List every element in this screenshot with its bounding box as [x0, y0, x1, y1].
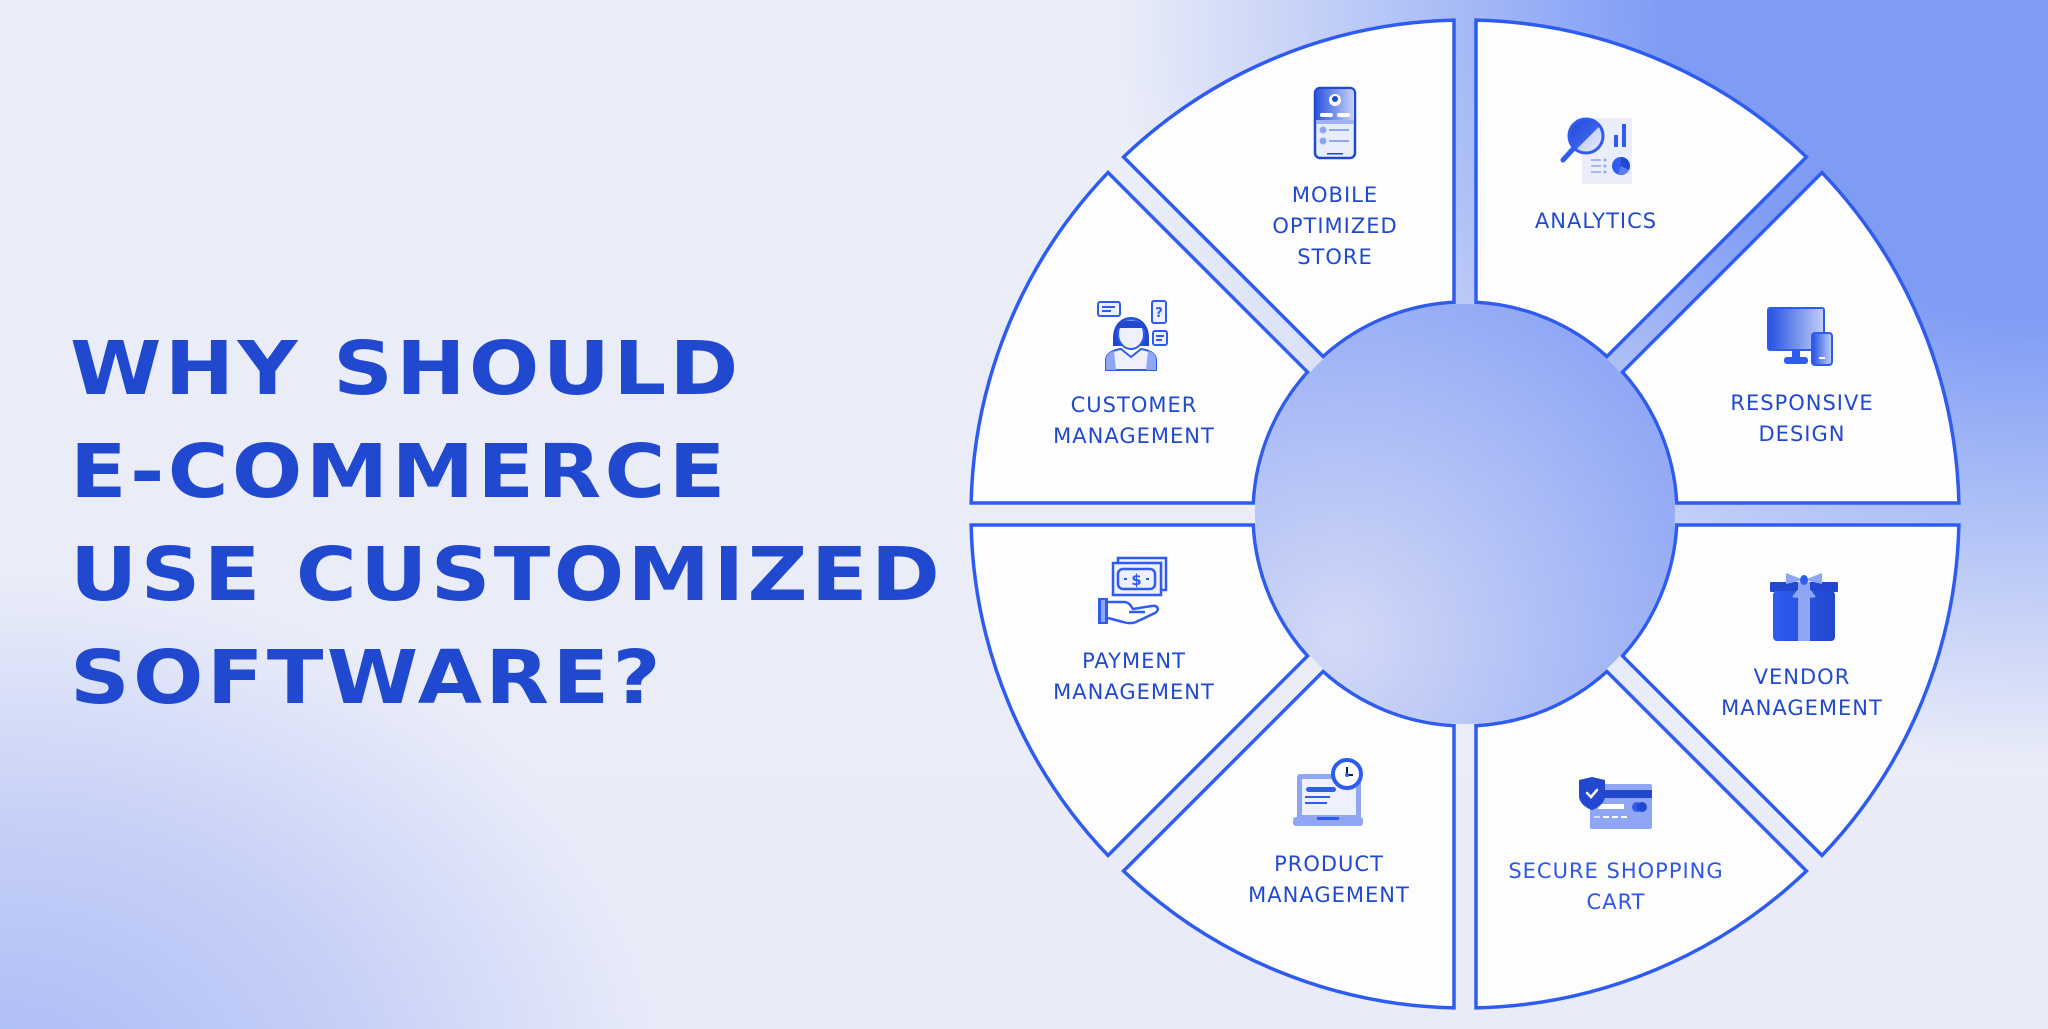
svg-text:$: $ — [1131, 571, 1141, 589]
ring-segment-vendor — [1474, 669, 1809, 1010]
ring-segment-mobile — [1474, 18, 1809, 359]
segment-label-customer-management: CUSTOMER MANAGEMENT — [1053, 393, 1215, 448]
segment-label-responsive-design: RESPONSIVE DESIGN — [1730, 391, 1874, 446]
segment-label-payment-management: PAYMENT MANAGEMENT — [1053, 649, 1215, 704]
laptop-clock-icon — [1293, 758, 1363, 826]
headline-line-4: SOFTWARE? — [70, 635, 664, 721]
customer-support-icon: ? — [1097, 300, 1168, 371]
segment-label-product-management: PRODUCT MANAGEMENT — [1248, 852, 1410, 907]
ring-segment-responsive — [1620, 523, 1961, 858]
segment-label-mobile-optimized-store: MOBILE OPTIMIZED STORE — [1272, 183, 1398, 269]
headline-line-1: WHY SHOULD — [70, 326, 742, 412]
smartphone-icon — [1313, 86, 1357, 160]
headline-line-3: USE CUSTOMIZED — [70, 532, 944, 618]
segment-label-analytics: ANALYTICS — [1534, 209, 1658, 233]
cash-hand-icon: $ — [1098, 556, 1168, 625]
ring-segments — [969, 18, 1961, 1010]
ring-segment-product — [969, 523, 1310, 858]
ring-segment-cart — [1121, 669, 1456, 1010]
monitor-devices-icon — [1767, 307, 1833, 366]
page-headline: WHY SHOULD E-COMMERCE USE CUSTOMIZED SOF… — [70, 318, 943, 730]
ring-center — [1255, 304, 1675, 724]
svg-text:?: ? — [1155, 306, 1163, 321]
gift-box-icon — [1770, 573, 1838, 641]
secure-card-icon — [1579, 777, 1652, 829]
ring-segment-customer — [1121, 18, 1456, 359]
analytics-magnifier-icon — [1560, 117, 1632, 184]
segment-label-secure-shopping-cart: SECURE SHOPPING CART — [1508, 859, 1724, 914]
headline-line-2: E-COMMERCE — [70, 429, 729, 515]
segment-label-vendor-management: VENDOR MANAGEMENT — [1721, 665, 1883, 720]
